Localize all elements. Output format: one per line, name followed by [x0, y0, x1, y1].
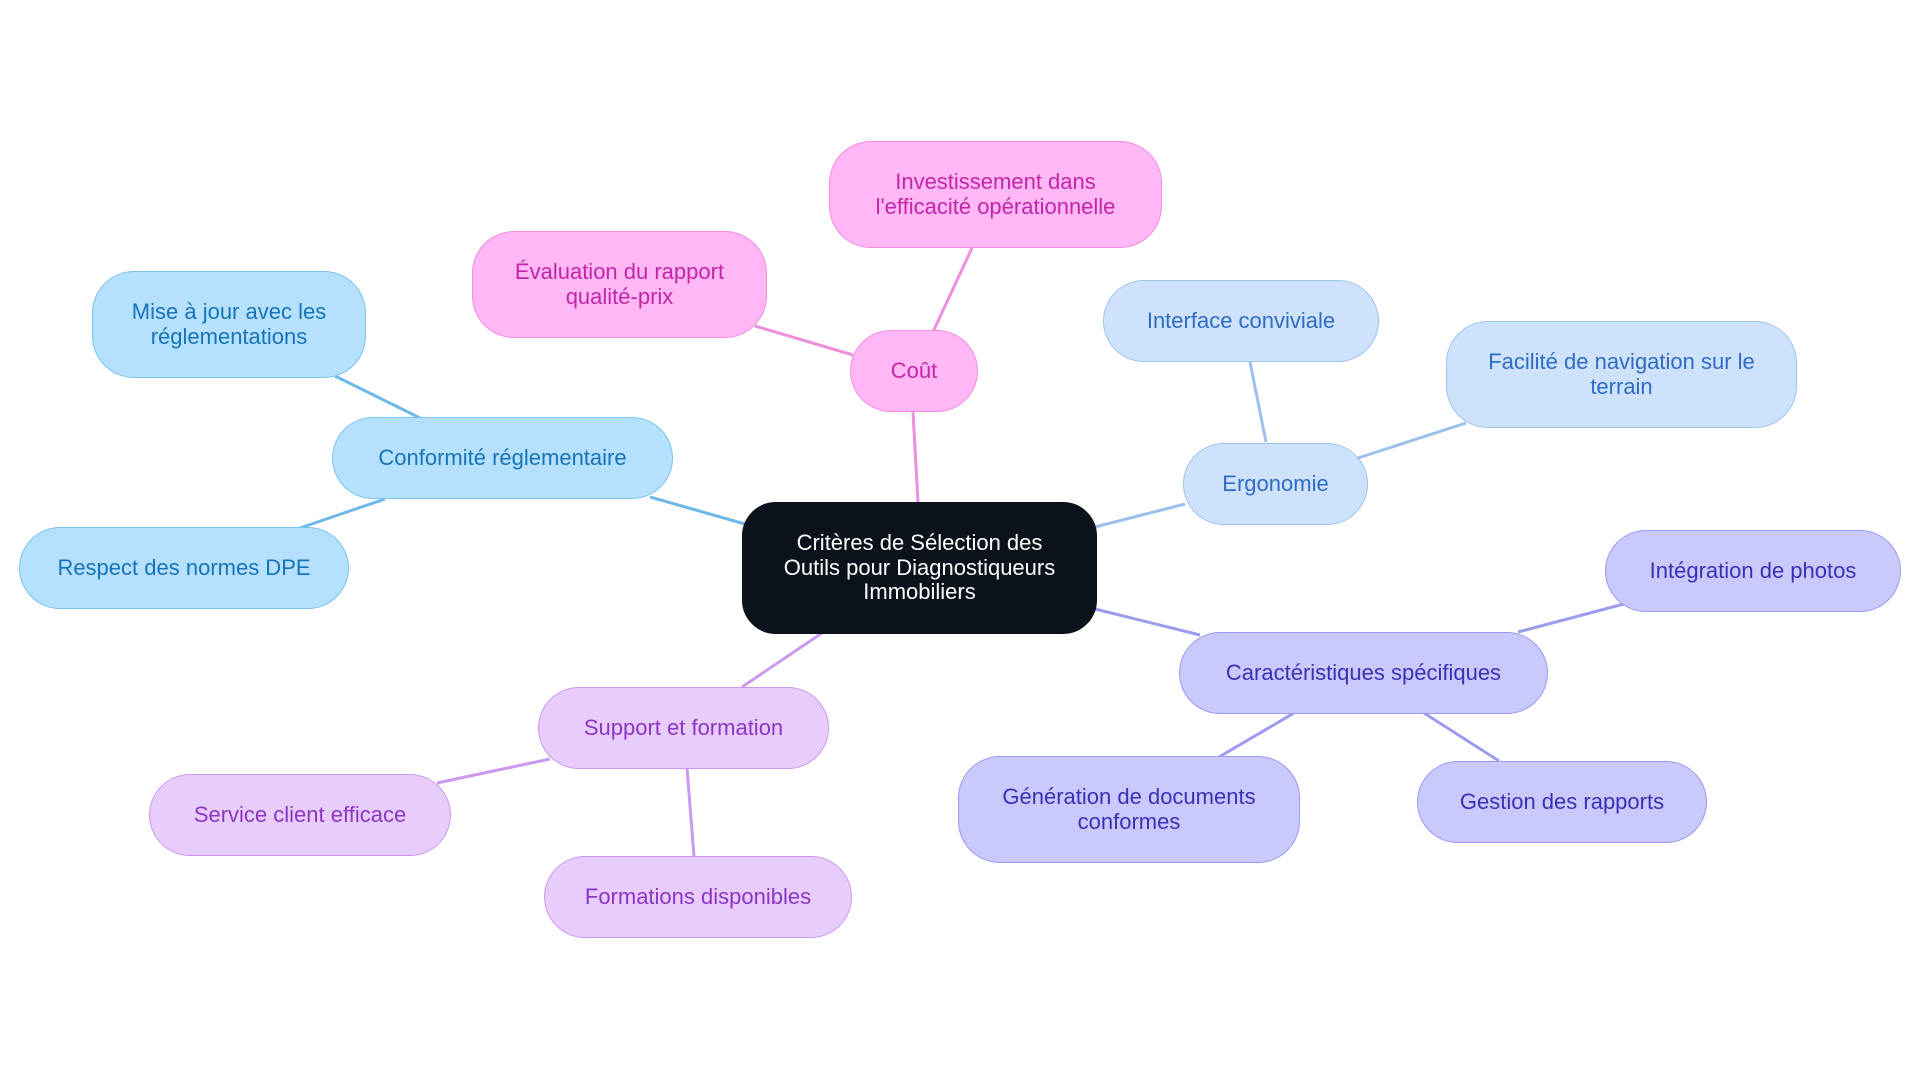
leaf-node-gestion[interactable]: Gestion des rapports — [1417, 761, 1707, 843]
edge-root-cost — [911, 411, 920, 503]
edge-cost-evaluation — [754, 324, 854, 357]
edge-root-support — [741, 631, 823, 689]
leaf-node-formations[interactable]: Formations disponibles — [544, 856, 852, 938]
branch-node-cout[interactable]: Coût — [850, 330, 978, 412]
branch-node-ergonomie[interactable]: Ergonomie — [1183, 443, 1368, 525]
edge-root-caracteristiques — [1094, 607, 1201, 637]
branch-node-conformite[interactable]: Conformité réglementaire — [332, 417, 673, 499]
edge-caracteristiques-photos — [1517, 602, 1625, 634]
leaf-node-photos[interactable]: Intégration de photos — [1605, 530, 1901, 612]
leaf-node-evaluation[interactable]: Évaluation du rapport qualité-prix — [472, 231, 767, 338]
leaf-node-interface[interactable]: Interface conviviale — [1103, 280, 1379, 362]
leaf-node-dpe[interactable]: Respect des normes DPE — [19, 527, 349, 609]
leaf-node-navigation[interactable]: Facilité de navigation sur le terrain — [1446, 321, 1797, 428]
leaf-node-investissement[interactable]: Investissement dans l'efficacité opérati… — [829, 141, 1162, 248]
edge-caracteristiques-gestion — [1423, 711, 1500, 763]
leaf-node-service[interactable]: Service client efficace — [149, 774, 451, 856]
edge-support-service — [436, 757, 551, 785]
edge-root-ergonomie — [1094, 502, 1186, 529]
edge-ergonomie-interface — [1248, 361, 1268, 443]
edge-ergonomie-navigation — [1357, 421, 1467, 460]
branch-node-support[interactable]: Support et formation — [538, 687, 829, 769]
leaf-node-miseajour[interactable]: Mise à jour avec les réglementations — [92, 271, 366, 378]
edge-conformite-miseajour — [334, 374, 421, 420]
edge-caracteristiques-generation — [1218, 711, 1295, 759]
edge-support-formations — [685, 767, 696, 857]
edge-conformite-dpe — [299, 497, 386, 530]
leaf-node-generation[interactable]: Génération de documents conformes — [958, 756, 1300, 863]
branch-node-caracteristiques[interactable]: Caractéristiques spécifiques — [1179, 632, 1548, 714]
edge-cost-investissement — [930, 247, 974, 335]
edge-root-conformite — [649, 495, 746, 526]
root-node[interactable]: Critères de Sélection des Outils pour Di… — [742, 502, 1097, 634]
